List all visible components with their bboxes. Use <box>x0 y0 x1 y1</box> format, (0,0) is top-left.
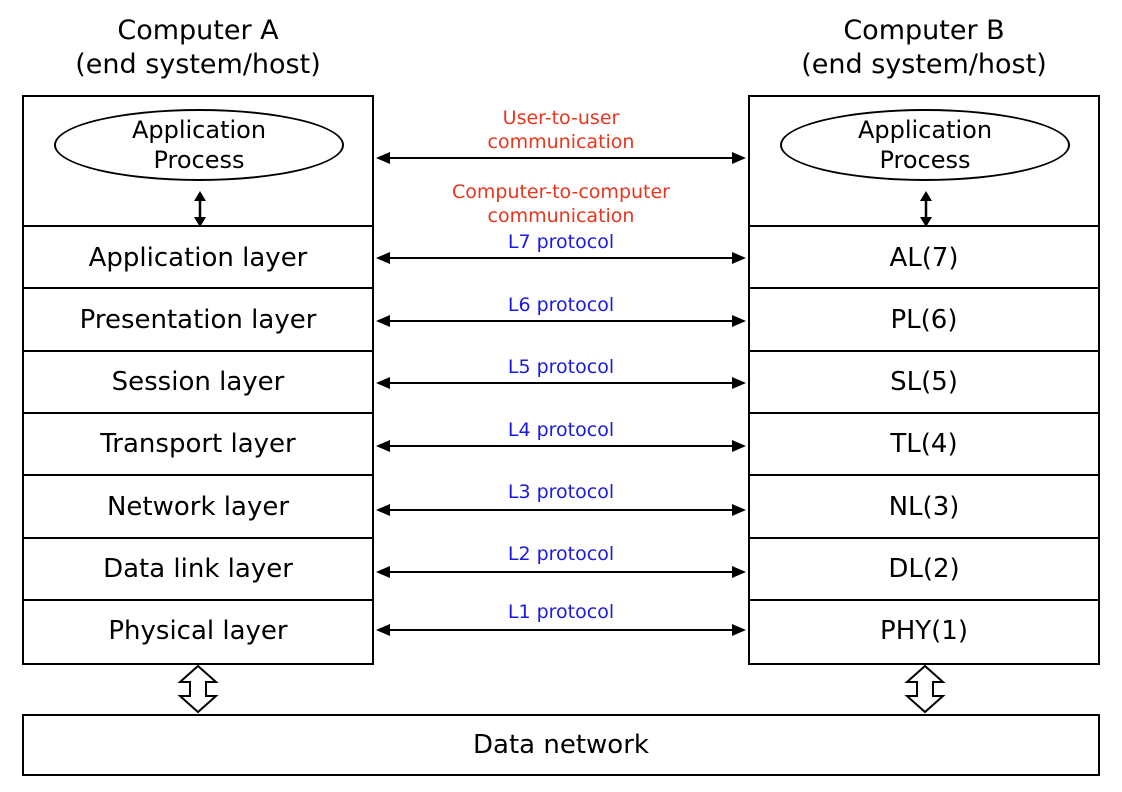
computer-b-layer-7: AL(7) <box>750 225 1098 288</box>
computer-b-layer-1: PHY(1) <box>750 598 1098 662</box>
protocol-label-7: L7 protocol <box>507 231 615 253</box>
hollow-double-arrow-icon <box>904 664 946 714</box>
computer-a-title: Computer A (end system/host) <box>22 14 374 82</box>
computer-a-application-process: Application Process <box>54 109 344 181</box>
computer-a-process-cell: Application Process <box>24 97 372 227</box>
process-label-line1: Application <box>857 116 993 144</box>
computer-b-process-cell: Application Process <box>750 97 1098 227</box>
computer-a-layer-4: Transport layer <box>24 411 372 475</box>
computer-b-layer-4: TL(4) <box>750 411 1098 475</box>
computer-a-layer-5: Session layer <box>24 349 372 413</box>
computer-a-layer-1: Physical layer <box>24 598 372 662</box>
computer-a-layer-2: Data link layer <box>24 536 372 600</box>
protocol-label-6: L6 protocol <box>507 294 615 316</box>
computer-a-layer-7: Application layer <box>24 225 372 288</box>
user-to-user-label: User-to-user communication <box>374 106 748 154</box>
protocol-arrow-3 <box>376 504 746 516</box>
double-arrow-icon <box>194 191 206 227</box>
user-label-line1: User-to-user <box>502 107 620 129</box>
computer-b-title: Computer B (end system/host) <box>748 14 1100 82</box>
data-network-label: Data network <box>473 730 649 760</box>
computer-b-subtitle: (end system/host) <box>801 49 1047 80</box>
computer-to-computer-label: Computer-to-computer communication <box>374 180 748 228</box>
protocol-label-3: L3 protocol <box>507 481 615 503</box>
protocol-label-5: L5 protocol <box>507 356 615 378</box>
computer-a-layer-3: Network layer <box>24 474 372 537</box>
computer-b-stack: Application Process AL(7)PL(6)SL(5)TL(4)… <box>748 95 1100 665</box>
data-network-box: Data network <box>22 714 1100 776</box>
protocol-label-1: L1 protocol <box>507 601 615 623</box>
computer-b-layer-3: NL(3) <box>750 474 1098 537</box>
computer-a-name: Computer A <box>117 15 279 46</box>
hollow-double-arrow-icon <box>177 664 219 714</box>
protocol-arrow-1 <box>376 624 746 636</box>
user-label-line2: communication <box>487 131 635 153</box>
protocol-label-2: L2 protocol <box>507 543 615 565</box>
process-label-line2: Process <box>879 146 971 174</box>
computer-b-application-process: Application Process <box>780 109 1070 181</box>
computer-b-layer-6: PL(6) <box>750 287 1098 350</box>
protocol-label-4: L4 protocol <box>507 419 615 441</box>
computer-label-line1: Computer-to-computer <box>451 181 670 203</box>
computer-b-layer-2: DL(2) <box>750 536 1098 600</box>
computer-a-subtitle: (end system/host) <box>75 49 321 80</box>
double-arrow-icon <box>920 191 932 227</box>
computer-label-line2: communication <box>487 205 635 227</box>
computer-a-layer-6: Presentation layer <box>24 287 372 350</box>
protocol-arrow-2 <box>376 566 746 578</box>
computer-b-name: Computer B <box>843 15 1005 46</box>
process-label-line1: Application <box>131 116 267 144</box>
computer-b-layer-5: SL(5) <box>750 349 1098 413</box>
process-label-line2: Process <box>153 146 245 174</box>
